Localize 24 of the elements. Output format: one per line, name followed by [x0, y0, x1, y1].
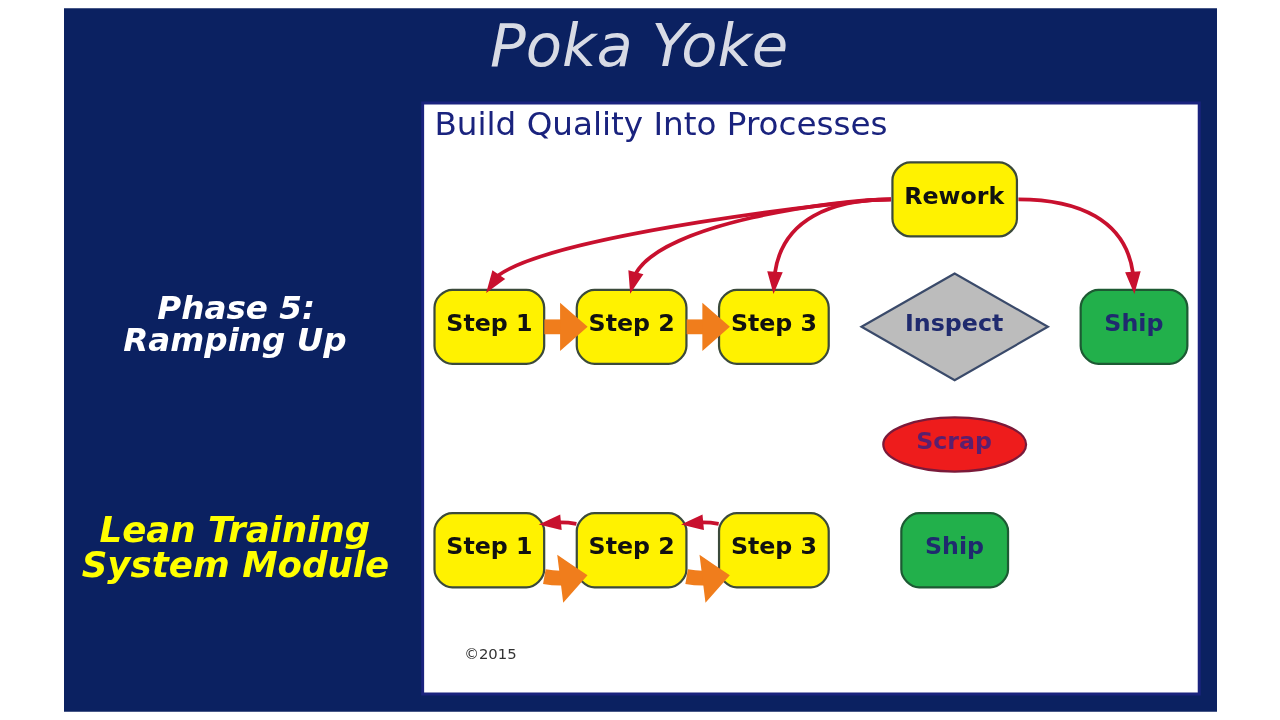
node-box: Ship [899, 512, 1009, 589]
node-box: Step 3 [717, 512, 830, 589]
node-box: Step 2 [575, 288, 688, 365]
label: Phase 5: Ramping Up [122, 288, 347, 360]
node-diamond: Inspect [858, 272, 1050, 382]
diagram-title: Poka Yoke [489, 10, 788, 80]
arrow [684, 554, 730, 603]
arrow [766, 197, 891, 294]
node-box: Step 3 [717, 288, 830, 365]
arrow [680, 514, 719, 531]
arrow [543, 302, 588, 351]
label: ©2015 [463, 645, 517, 663]
arrow [1017, 197, 1141, 294]
arrow [542, 554, 588, 603]
arrow [485, 197, 891, 293]
node-box: Rework [890, 161, 1018, 238]
node-box: Ship [1079, 288, 1188, 365]
node-box: Step 1 [432, 512, 545, 589]
node-box: Step 1 [432, 288, 545, 365]
node-ellipse: Scrap [881, 416, 1027, 473]
node-box: Step 2 [575, 512, 688, 589]
arrow [627, 197, 891, 294]
arrow [686, 302, 730, 351]
label: Lean Training System Module [81, 508, 389, 586]
